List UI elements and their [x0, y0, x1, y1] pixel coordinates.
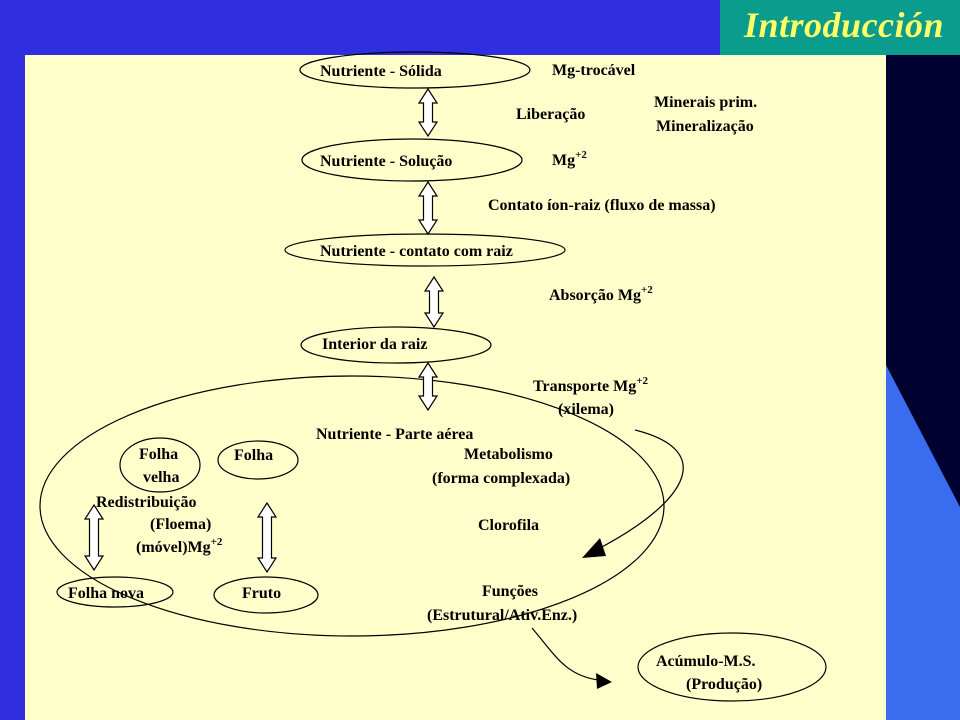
label-release: Liberação	[516, 106, 585, 123]
label-functions: Funções	[482, 583, 538, 600]
label-xylem: (xilema)	[558, 401, 614, 418]
label-mobile-mg: (móvel)Mg+2	[136, 536, 223, 556]
label-transport: Transporte Mg+2	[533, 375, 649, 395]
node-accumulation-label-2: (Produção)	[686, 676, 762, 693]
arrowhead-to-chlorophyll	[582, 538, 606, 558]
content-panel	[25, 55, 886, 720]
arrowhead-to-accumulation	[596, 673, 612, 689]
label-absorption-sup: +2	[641, 284, 653, 296]
label-absorption: Absorção Mg+2	[549, 284, 653, 304]
label-ion-root-contact: Contato íon-raiz (fluxo de massa)	[488, 197, 716, 214]
label-mg-solution: Mg+2	[552, 149, 587, 169]
label-primary-minerals: Minerais prim.	[654, 94, 757, 111]
node-solid-label: Nutriente - Sólida	[320, 63, 442, 80]
node-new-leaf-label: Folha nova	[68, 585, 144, 602]
double-arrows	[83, 87, 445, 574]
node-fruit-ellipse	[213, 576, 319, 614]
node-solution-ellipse	[301, 138, 523, 182]
slide-title: Introducción	[744, 5, 945, 45]
title-bar	[720, 0, 960, 55]
node-solution-label: Nutriente - Solução	[320, 153, 452, 170]
node-aerial-label: Nutriente - Parte aérea	[316, 426, 473, 443]
node-new-leaf-ellipse	[56, 576, 174, 608]
curved-arrow-to-chlorophyll	[599, 429, 684, 549]
double-arrow-root-aerial	[417, 361, 439, 412]
label-structural-enz: (Estrutural/Ativ.Enz.)	[427, 607, 577, 624]
double-arrow-contact-root	[423, 275, 445, 329]
node-fruit-label: Fruto	[242, 585, 281, 602]
double-arrow-solid-solution	[417, 87, 439, 138]
node-accumulation-label-1: Acúmulo-M.S.	[656, 653, 756, 670]
label-mg-exchangeable: Mg-trocável	[552, 62, 636, 79]
label-redistribution: Redistribuição	[96, 494, 196, 511]
label-mg-solution-sup: +2	[575, 149, 587, 161]
node-leaf-label: Folha	[234, 447, 273, 464]
label-chlorophyll: Clorofila	[478, 517, 539, 534]
double-arrow-solution-contact	[417, 180, 439, 236]
label-complexed-form: (forma complexada)	[432, 470, 570, 487]
label-transport-sup: +2	[636, 375, 648, 387]
node-accumulation-ellipse	[637, 632, 827, 702]
node-contact-ellipse	[284, 233, 566, 267]
node-root-interior-ellipse	[300, 326, 492, 364]
node-root-interior-label: Interior da raiz	[322, 336, 427, 353]
node-old-leaf-ellipse	[119, 437, 201, 493]
label-mobile-mg-sup: +2	[211, 536, 223, 548]
label-metabolism: Metabolismo	[464, 446, 553, 463]
node-contact-label: Nutriente - contato com raiz	[320, 243, 513, 260]
label-mineralization: Mineralização	[656, 118, 754, 135]
label-phloem: (Floema)	[150, 516, 211, 533]
node-old-leaf-label-1: Folha	[139, 446, 178, 463]
curved-arrow-to-accumulation	[531, 627, 599, 681]
double-arrow-old-leaf-new-leaf	[83, 503, 105, 572]
node-leaf-ellipse	[217, 440, 299, 480]
double-arrow-leaf-fruit	[256, 501, 278, 574]
node-old-leaf-label-2: velha	[143, 469, 179, 486]
aerial-part-ellipse	[39, 375, 665, 637]
node-solid-ellipse	[299, 51, 531, 89]
